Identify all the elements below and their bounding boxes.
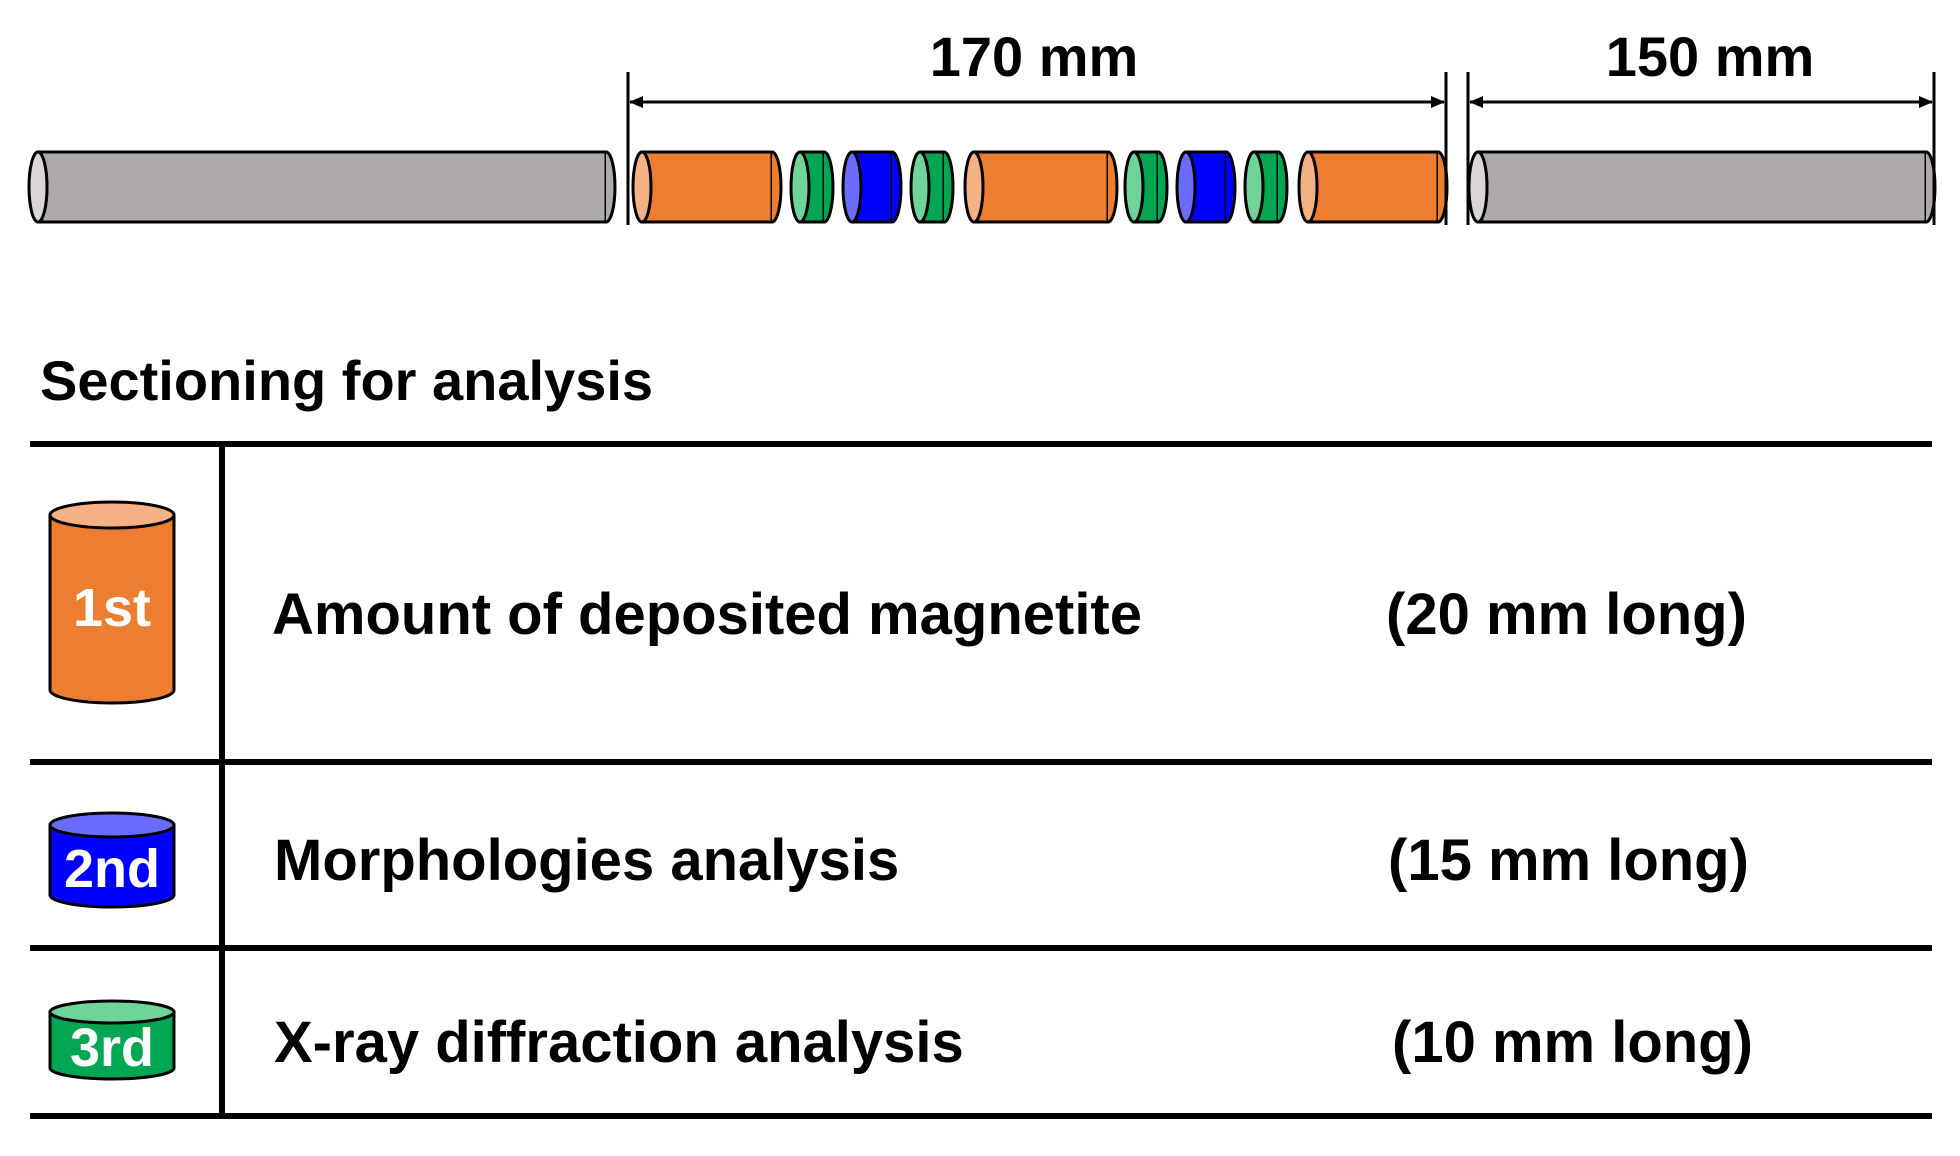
legend-row-1st: 1st Amount of deposited magnetite (20 mm… xyxy=(48,500,1747,705)
rod-cap xyxy=(1123,150,1145,224)
rod-segment-green-4 xyxy=(1243,150,1289,224)
rod-cap xyxy=(27,150,49,224)
legend-length: (10 mm long) xyxy=(1392,1010,1753,1075)
rod-end xyxy=(1225,150,1237,224)
rod-cap xyxy=(1467,150,1489,224)
rod-body xyxy=(36,150,608,224)
rod-end xyxy=(1277,150,1289,224)
rod-segment-orange-2 xyxy=(963,150,1119,224)
rod-cap xyxy=(789,150,811,224)
rod-segment-grey-right xyxy=(1467,150,1937,224)
rod-end xyxy=(943,150,955,224)
badge-3rd: 3rd xyxy=(70,1018,154,1078)
legend-description: Morphologies analysis xyxy=(274,828,899,893)
legend-description: Amount of deposited magnetite xyxy=(272,582,1142,647)
badge-1st: 1st xyxy=(73,578,151,638)
legend-row-3rd: 3rd X-ray diffraction analysis (10 mm lo… xyxy=(48,999,1753,1081)
rod-cap xyxy=(1175,150,1197,224)
rod-end xyxy=(823,150,835,224)
rod-cap xyxy=(841,150,863,224)
rod-segment-green-1 xyxy=(789,150,835,224)
rod-segment-green-3 xyxy=(1123,150,1169,224)
dimension-label-150: 150 mm xyxy=(1606,25,1815,88)
dimension-label-170: 170 mm xyxy=(930,25,1139,88)
legend-length: (20 mm long) xyxy=(1386,582,1747,647)
blue-cylinder-icon xyxy=(48,811,176,909)
rod-body xyxy=(1306,150,1440,224)
rod-cap xyxy=(963,150,985,224)
rod-end xyxy=(605,150,617,224)
rod-end xyxy=(1157,150,1169,224)
orange-cylinder-icon xyxy=(48,500,176,705)
badge-2nd: 2nd xyxy=(64,839,160,899)
dimension-150: 150 mm xyxy=(1466,25,1936,225)
rod-end xyxy=(891,150,903,224)
rod-cap xyxy=(631,150,653,224)
rod-segment-blue-2 xyxy=(1175,150,1237,224)
green-cylinder-icon xyxy=(48,999,176,1081)
legend-length: (15 mm long) xyxy=(1388,828,1749,893)
rod-segments xyxy=(27,150,1937,224)
dimension-170: 170 mm xyxy=(626,25,1448,225)
rod-segment-grey-left xyxy=(27,150,617,224)
rod-end xyxy=(771,150,783,224)
rod-body xyxy=(640,150,774,224)
rod-body xyxy=(972,150,1110,224)
rod-cap xyxy=(1297,150,1319,224)
rod-body xyxy=(1476,150,1928,224)
rod-segment-blue-1 xyxy=(841,150,903,224)
rod-segment-orange-1 xyxy=(631,150,783,224)
legend-description: X-ray diffraction analysis xyxy=(274,1010,964,1075)
rod-cap xyxy=(1243,150,1265,224)
rod-segment-green-2 xyxy=(909,150,955,224)
legend-table: 1st Amount of deposited magnetite (20 mm… xyxy=(30,441,1932,1119)
rod-segment-orange-3 xyxy=(1297,150,1449,224)
legend-row-2nd: 2nd Morphologies analysis (15 mm long) xyxy=(48,811,1749,909)
rod-end xyxy=(1107,150,1119,224)
section-title: Sectioning for analysis xyxy=(40,349,653,412)
rod-cap xyxy=(909,150,931,224)
